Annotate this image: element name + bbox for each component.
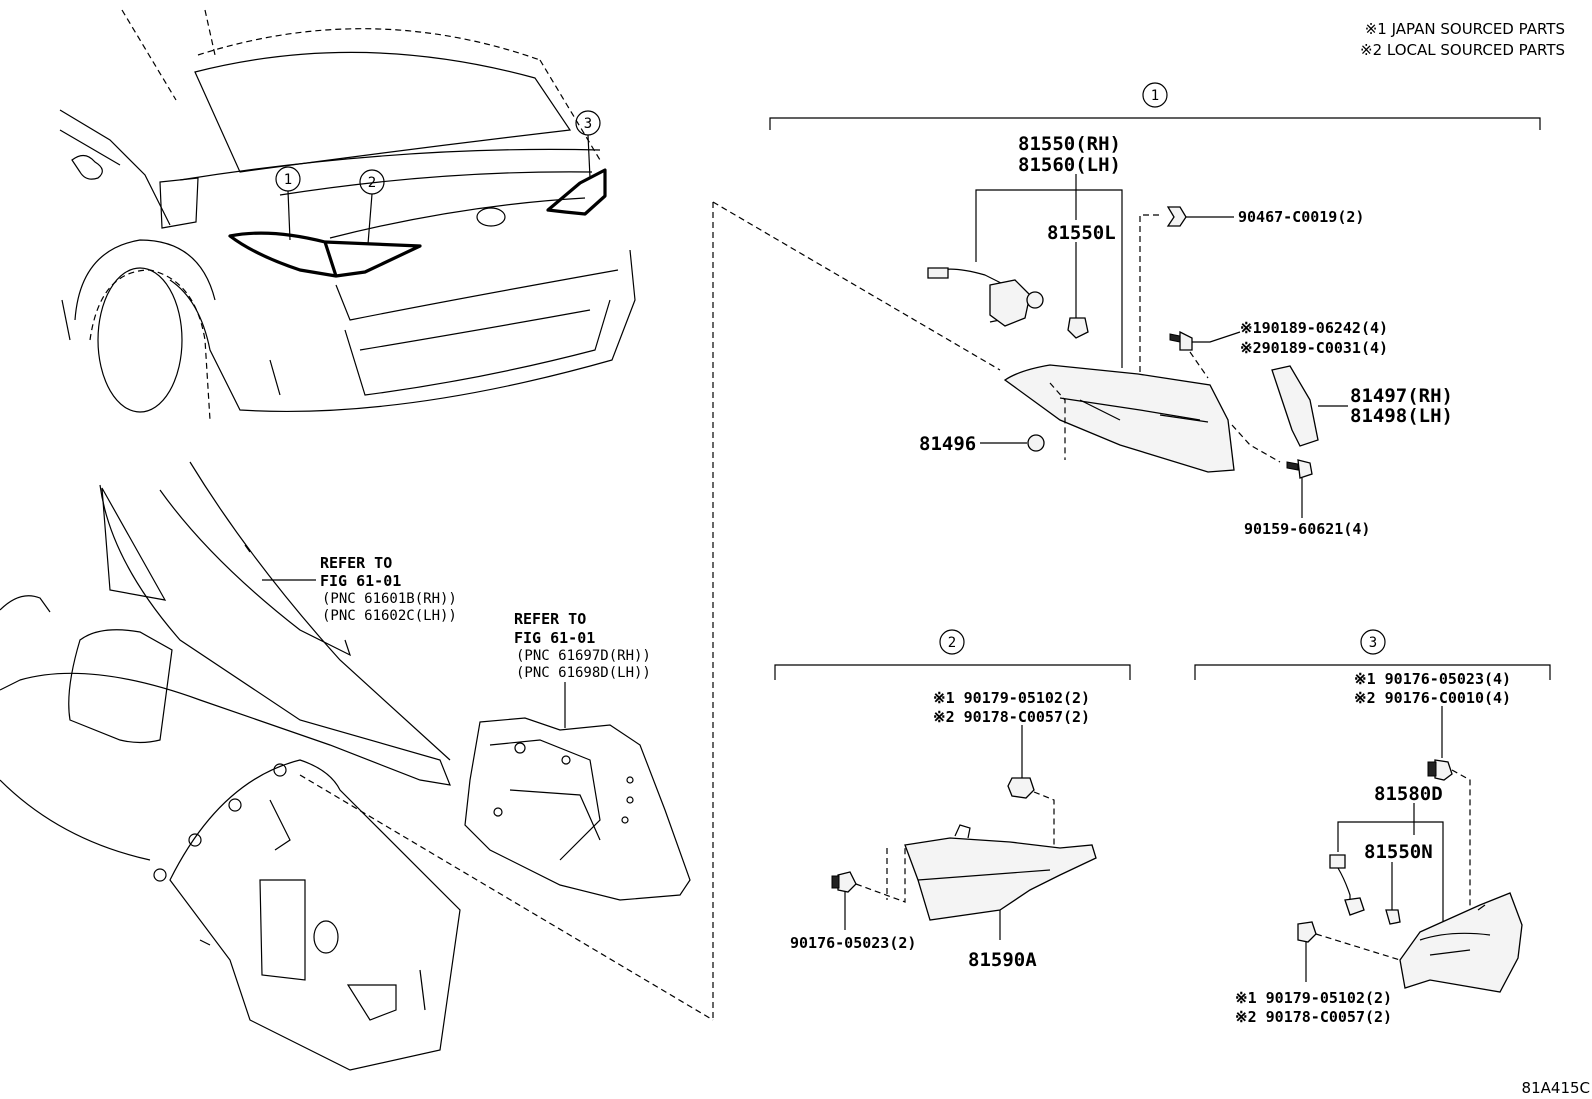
refer-inner-panel-line2: FIG 61-01	[514, 629, 595, 647]
rear-quarter-panel	[0, 461, 461, 1071]
refer-rear-panel-line2: FIG 61-01	[320, 572, 401, 590]
inner-lamp-bracket	[464, 717, 691, 901]
label-81550l-bulb: 81550L	[1047, 222, 1116, 244]
label-90189-06242: ※190189-06242(4)	[1240, 319, 1388, 337]
callout-1	[1142, 82, 1168, 108]
refer-inner-panel-line1: REFER TO	[514, 610, 586, 628]
svg-text:1: 1	[1151, 88, 1159, 104]
label-81550-rh: 81550(RH)	[1018, 133, 1121, 155]
label-90176-05023-g2: 90176-05023(2)	[790, 934, 916, 952]
label-81560-lh: 81560(LH)	[1018, 154, 1121, 176]
svg-text:3: 3	[584, 116, 592, 132]
label-81497-rh: 81497(RH)	[1350, 385, 1453, 407]
refer-rear-panel-line3: (PNC 61601B(RH))	[322, 591, 457, 607]
refer-inner-panel-line3: (PNC 61697D(RH))	[516, 648, 651, 664]
group-3-right-lamp: 3 ※1 90176-05023(4) ※2 90176-C0010(4) 81…	[1194, 629, 1551, 1026]
label-90179-05102-g3: ※1 90179-05102(2)	[1235, 989, 1392, 1007]
svg-text:3: 3	[1369, 635, 1377, 651]
label-90178-c0057-g3: ※2 90178-C0057(2)	[1235, 1008, 1392, 1026]
label-81580d-socket: 81580D	[1374, 783, 1443, 805]
label-81590a-lamp: 81590A	[968, 949, 1037, 971]
refer-rear-panel-line4: (PNC 61602C(LH))	[322, 608, 457, 624]
refer-inner-panel-line4: (PNC 61698D(LH))	[516, 665, 651, 681]
car-rear-illustration: 1 2 3	[59, 9, 636, 421]
label-81496-grommet: 81496	[919, 433, 976, 455]
group-2-center-lamp: 2 ※1 90179-05102(2) ※2 90178-C0057(2) 81…	[774, 629, 1131, 971]
svg-text:2: 2	[948, 635, 956, 651]
label-90179-05102-g2: ※1 90179-05102(2)	[933, 689, 1090, 707]
callout-3	[1360, 629, 1386, 655]
svg-text:2: 2	[368, 175, 376, 191]
label-90159-bolt: 90159-60621(4)	[1244, 520, 1370, 538]
label-90467-clip: 90467-C0019(2)	[1238, 208, 1364, 226]
group-1-rear-combination-lamp: 1 81550(RH) 81560(LH) 81550L 90467-C0019…	[769, 82, 1541, 538]
label-81498-lh: 81498(LH)	[1350, 405, 1453, 427]
label-90178-c0057-g2: ※2 90178-C0057(2)	[933, 708, 1090, 726]
legend-japan-sourced: ※1 JAPAN SOURCED PARTS	[1365, 20, 1565, 38]
refer-rear-panel-line1: REFER TO	[320, 554, 392, 572]
callout-2	[939, 629, 965, 655]
label-90176-c0010-g3: ※2 90176-C0010(4)	[1354, 689, 1511, 707]
svg-text:1: 1	[284, 172, 292, 188]
figure-code: 81A415C	[1522, 1079, 1590, 1097]
label-90176-05023-g3: ※1 90176-05023(4)	[1354, 670, 1511, 688]
label-90189-c0031: ※290189-C0031(4)	[1240, 339, 1388, 357]
legend-local-sourced: ※2 LOCAL SOURCED PARTS	[1360, 41, 1565, 59]
label-81550n-bulb: 81550N	[1364, 841, 1433, 863]
